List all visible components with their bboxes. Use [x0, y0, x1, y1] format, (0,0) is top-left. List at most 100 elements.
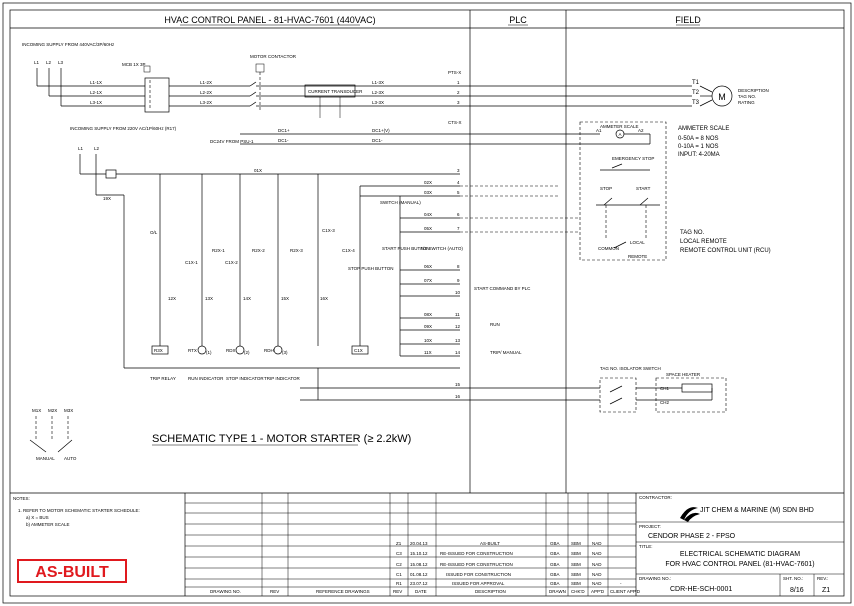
rev-date: 23.07.12 — [410, 581, 428, 586]
table-header: CHK'D — [571, 589, 585, 594]
wire-label: 07X — [424, 278, 432, 283]
wire-label: 13X — [205, 296, 213, 301]
ctrl-line-label: L1 — [78, 146, 84, 151]
title-label: TITLE: — [639, 544, 653, 549]
contractor-label: CONTRACTOR: — [639, 495, 672, 500]
wire-label: 03X — [424, 190, 432, 195]
heater-element-icon — [681, 383, 713, 393]
rev-date: 15.08.12 — [410, 562, 428, 567]
wire-label: 10X — [424, 338, 432, 343]
coil-number: (2) — [244, 350, 250, 355]
wire-label: 06X — [424, 264, 432, 269]
trip-lamp-icon — [273, 345, 283, 355]
revision-table — [185, 493, 636, 596]
wire-label: 05X — [424, 226, 432, 231]
table-header: CLIENT APP'D — [610, 589, 641, 594]
ammeter-scale-line: 0-50A = 8 NOS — [678, 136, 719, 142]
contact-label: C1X-4 — [342, 248, 355, 253]
indicator-label: TRIP RELAY — [150, 376, 176, 381]
rev-chkd: SBM — [571, 581, 581, 586]
rev-chkd: SBM — [571, 572, 581, 577]
phase-label: L1 — [34, 60, 40, 65]
section-field-title: FIELD — [675, 15, 701, 25]
rcu-text: LOCAL REMOTE — [680, 239, 727, 245]
rev-label: REV.: — [817, 576, 828, 581]
motor-desc: TAG NO. — [738, 94, 756, 99]
table-header: REV — [270, 589, 279, 594]
selector-label: M2X — [48, 408, 57, 413]
wire-label: L1-2X — [200, 80, 212, 85]
contact-label: R2X-2 — [252, 248, 265, 253]
contact-label: C1X-3 — [322, 228, 335, 233]
incoming-ctrl-label: INCOMING SUPPLY FROM 220V AC/1P/60Hz (R1… — [70, 126, 177, 131]
terminal-number: 10 — [455, 290, 461, 295]
contact-label: C1X-1 — [185, 260, 198, 265]
transducer-label: CURRENT TRANSDUCER — [308, 89, 363, 94]
terminal-number: 14 — [455, 350, 461, 355]
drawing-title-line: ELECTRICAL SCHEMATIC DIAGRAM — [680, 551, 800, 558]
table-header: REFERENCE DRAWINGS — [316, 589, 370, 594]
contactor-label: MOTOR CONTACTOR — [250, 54, 297, 59]
contact-label: C1X-2 — [225, 260, 238, 265]
wire-label: 11X — [424, 350, 432, 355]
rcu-box — [579, 121, 667, 261]
dc-supply-label: DC24V FROM PSU-1 — [210, 139, 254, 144]
ammeter-scale-line: 0-10A = 1 NOS — [678, 144, 719, 150]
terminal-number: 11 — [455, 312, 460, 317]
stop-push-label: STOP PUSH BUTTON — [348, 266, 394, 271]
auto-switch-label: A/X SWITCH (AUTO) — [420, 246, 463, 251]
terminal-number: 3 — [457, 168, 460, 173]
indicator-label: TRIP INDICATOR — [264, 376, 301, 381]
terminal-number: 4 — [457, 180, 460, 185]
note-item: 1. REFER TO MOTOR SCHEMATIC STARTER SCHE… — [18, 508, 140, 513]
wire-label: L2-3X — [372, 90, 384, 95]
indicator-label: STOP INDICATOR — [226, 376, 264, 381]
control-rungs — [96, 174, 600, 401]
coil-label: RDX — [226, 348, 236, 353]
coil-label: RDH — [264, 348, 274, 353]
project-name: CENDOR PHASE 2 - FPSO — [648, 533, 736, 540]
terminal-number: 16 — [455, 394, 461, 399]
terminal-number: 15 — [455, 382, 461, 387]
rev-chkd: SBM — [571, 551, 581, 556]
wire-label: 12X — [168, 296, 176, 301]
wire-label: L3-1X — [90, 100, 102, 105]
phase-label: L3 — [58, 60, 64, 65]
motor-terminal: T1 — [692, 80, 700, 86]
contactor-coil-c1x — [351, 345, 369, 355]
ammeter-terminal: A1 — [596, 128, 602, 133]
wire-label: 16X — [320, 296, 328, 301]
motor-terminal: T3 — [692, 100, 700, 106]
motor-desc: RATING — [738, 100, 755, 105]
selector-switch-icon — [29, 416, 73, 453]
rev-appd: NAD — [592, 572, 602, 577]
stop-label: STOP — [600, 186, 612, 191]
rev-date: 20.04.13 — [410, 541, 428, 546]
table-header: REV — [393, 589, 402, 594]
rev-date: 01.08.12 — [410, 572, 428, 577]
ammeter-box-label: AMMETER SCALE — [600, 124, 639, 129]
terminal-numbers: 1 2 3 3 4 5 6 7 8 9 10 11 12 13 14 15 16 — [455, 80, 461, 399]
run-label: RUN — [490, 322, 500, 327]
rev-cell: R1 — [396, 581, 402, 586]
as-built-stamp — [17, 559, 127, 583]
isolator-label: TAG NO. ISOLATOR SWITCH — [600, 366, 661, 371]
drawing-title-line: FOR HVAC CONTROL PANEL (81-HVAC-7601) — [665, 561, 814, 568]
motor-desc: DESCRIPTION — [738, 88, 769, 93]
plc-wires — [360, 185, 580, 357]
ammeter-terminal: A2 — [638, 128, 644, 133]
start-label: START — [636, 186, 651, 191]
ammeter-scale-title: AMMETER SCALE — [678, 126, 729, 132]
heater-terminal: CH1 — [660, 386, 669, 391]
start-command-label: START COMMAND BY PLC — [474, 286, 531, 291]
remote-label: REMOTE — [628, 254, 647, 259]
isolator-switch — [599, 377, 637, 413]
space-heater-title: SPACE HEATER — [666, 372, 701, 377]
terminal-number: 5 — [457, 190, 460, 195]
wire-label: 14X — [243, 296, 251, 301]
field-pushbuttons — [596, 163, 660, 240]
note-item: b) AMMETER SCALE — [26, 522, 70, 527]
estop-label: EMERGENCY STOP — [612, 156, 654, 161]
rev-desc: ISSUED FOR CONSTRUCTION — [446, 572, 511, 577]
